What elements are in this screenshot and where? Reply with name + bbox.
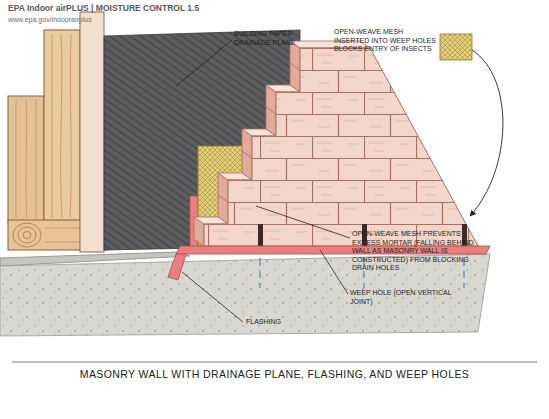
end-grain	[23, 232, 31, 239]
callout-text: OPEN-WEAVE MESH INSERTED INTO WEEP HOLES…	[334, 28, 438, 54]
end-grain	[13, 223, 41, 247]
end-grain	[18, 227, 36, 243]
caption-rule	[12, 362, 537, 363]
callout-text: OPEN-WEAVE MESH PREVENTS EXCESS MORTAR (…	[352, 230, 484, 273]
wall-sheathing	[80, 12, 104, 252]
leader-line	[176, 40, 232, 86]
wood-stud	[44, 30, 80, 222]
wood-grain	[16, 100, 36, 218]
callout-text: BUILDING PAPER DRAINAGE PLANE	[234, 30, 310, 47]
wood-stud	[8, 96, 44, 222]
brick-top-face	[242, 129, 276, 136]
insert-arrow	[470, 50, 503, 216]
leader-line	[182, 272, 243, 322]
leader-line	[256, 206, 350, 238]
callout-text: WEEP HOLE (OPEN VERTICAL JOINT)	[350, 289, 454, 306]
figure-caption: MASONRY WALL WITH DRAINAGE PLANE, FLASHI…	[12, 368, 537, 381]
brick-veneer	[204, 48, 478, 246]
leader-line	[320, 250, 348, 294]
wood-grain	[52, 34, 71, 218]
brick-top-face	[194, 217, 228, 224]
concrete-foundation	[0, 254, 490, 336]
mesh-plug	[440, 34, 472, 60]
web-address: www.epa.gov/indoorairplus	[8, 15, 208, 24]
brick-top-face	[266, 85, 300, 92]
weep-hole	[258, 224, 263, 246]
callout-text: FLASHING	[246, 318, 316, 327]
page-title: EPA Indoor airPLUS | MOISTURE CONTROL 1.…	[8, 3, 308, 14]
flashing-drip-edge	[168, 254, 186, 280]
brick-top-face	[218, 173, 252, 180]
